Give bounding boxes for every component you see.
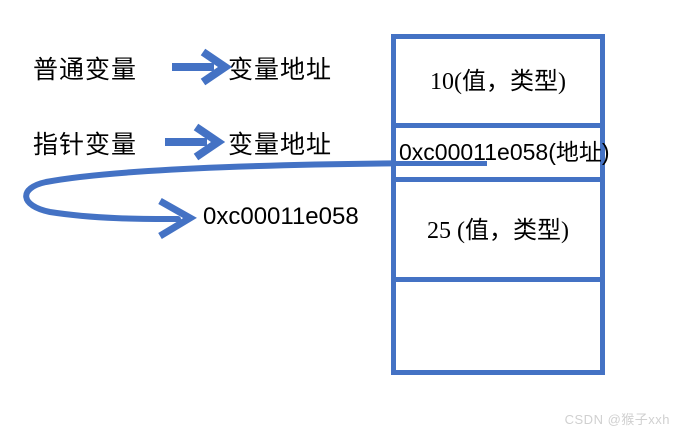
memory-box: 10(值，类型) 0xc00011e058(地址) 25 (值，类型) (391, 34, 610, 375)
watermark: CSDN @猴子xxh (564, 412, 670, 427)
right-arrow-icon-row-2 (165, 123, 225, 161)
memory-cell-text: 25 (值，类型) (427, 217, 569, 244)
pointer-variable-address-label: 变量地址 (228, 132, 333, 159)
address-underline (394, 161, 487, 166)
normal-variable-address-label: 变量地址 (228, 57, 333, 84)
memory-cell-address: 0xc00011e058(地址) (396, 123, 610, 172)
memory-cell-empty (396, 277, 600, 370)
target-address-label: 0xc00011e058 (203, 203, 359, 230)
pointer-variable-label: 指针变量 (33, 132, 138, 159)
normal-variable-label: 普通变量 (33, 57, 138, 84)
memory-cell-value-10: 10(值，类型) (396, 39, 600, 118)
memory-cell-text: 10(值，类型) (430, 69, 566, 95)
memory-cell-value-25: 25 (值，类型) (396, 177, 600, 272)
memory-cell-text: 0xc00011e058(地址) (399, 139, 610, 165)
right-arrow-icon-row-1 (172, 48, 232, 86)
